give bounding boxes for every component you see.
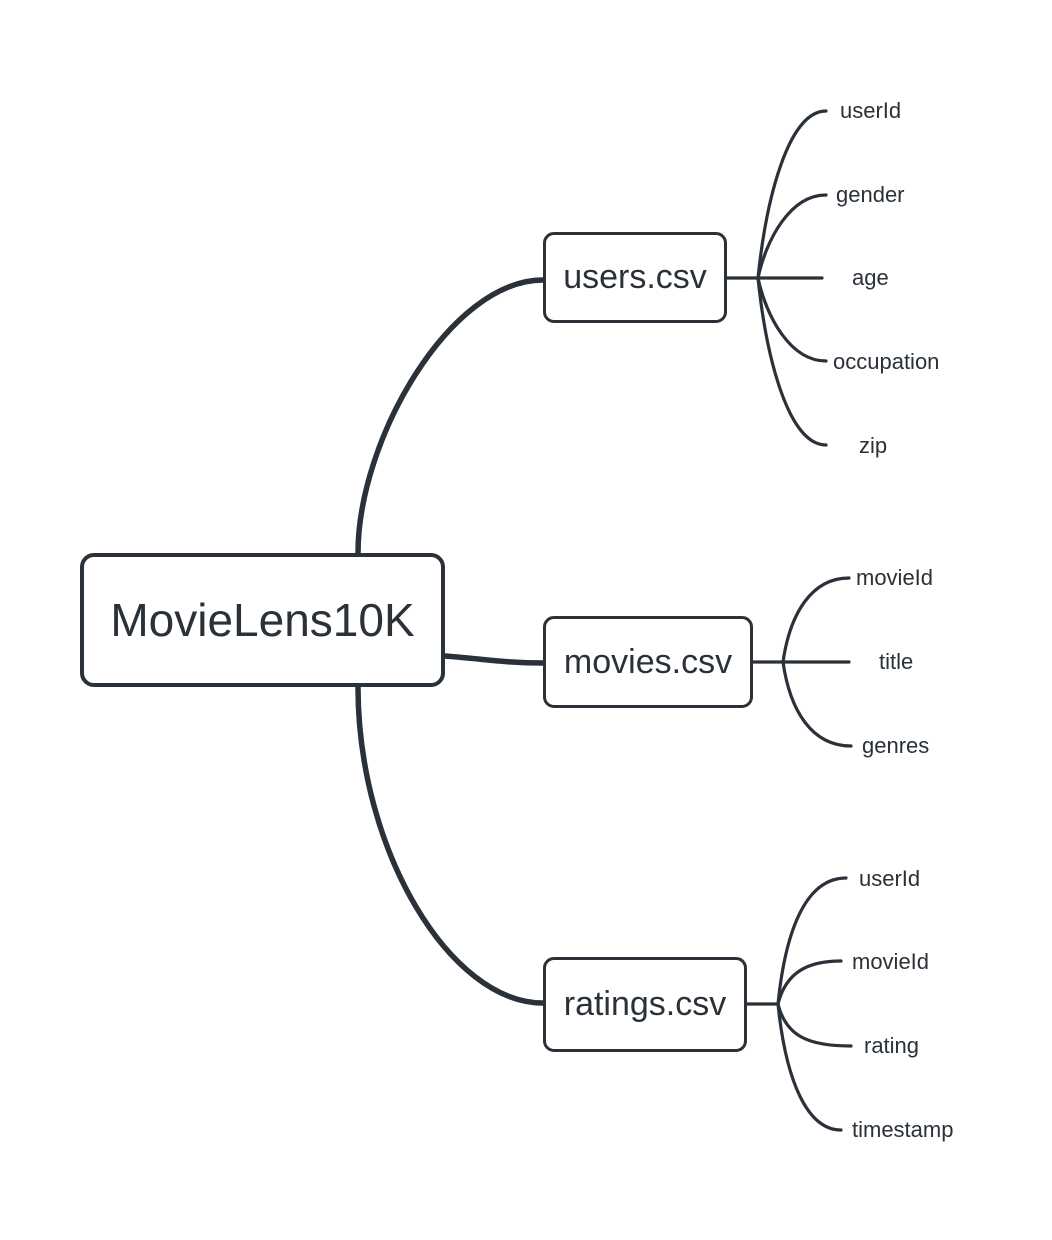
leaf-movies-genres: genres: [862, 733, 930, 758]
leaf-users-gender: gender: [836, 182, 905, 207]
leaf-users-age: age: [852, 265, 889, 290]
leaf-users-occupation: occupation: [833, 349, 940, 374]
node-users-csv: users.csv: [543, 232, 727, 323]
leaf-ratings-userid: userId: [859, 866, 921, 891]
edge-root-movies: [442, 653, 546, 666]
leaf-ratings-rating: rating: [864, 1033, 920, 1058]
edge-ratings-userid: [776, 876, 848, 1006]
edge-ratings-timestamp: [776, 1002, 843, 1132]
leaf-ratings-movieid: movieId: [852, 949, 930, 974]
edge-users-zip: [756, 276, 828, 447]
edge-root-ratings: [355, 684, 546, 1006]
leaf-users-userid: userId: [840, 98, 902, 123]
edge-users-gender: [756, 193, 828, 280]
leaf-movies-movieid: movieId: [856, 565, 934, 590]
edge-users-occupation: [756, 276, 828, 363]
node-movielens10k: MovieLens10K: [80, 553, 445, 687]
node-movies-csv: movies.csv: [543, 616, 753, 708]
edge-root-users: [355, 277, 546, 556]
node-ratings-csv: ratings.csv: [543, 957, 747, 1052]
edge-movies-movieid: [781, 576, 851, 664]
leaf-users-zip: zip: [859, 433, 888, 458]
leaf-movies-title: title: [879, 649, 914, 674]
edge-ratings-rating: [776, 1002, 853, 1048]
edge-movies-genres: [781, 660, 853, 748]
edge-ratings-movieid: [776, 959, 843, 1006]
edge-users-userid: [756, 109, 828, 280]
leaf-ratings-timestamp: timestamp: [852, 1117, 954, 1142]
